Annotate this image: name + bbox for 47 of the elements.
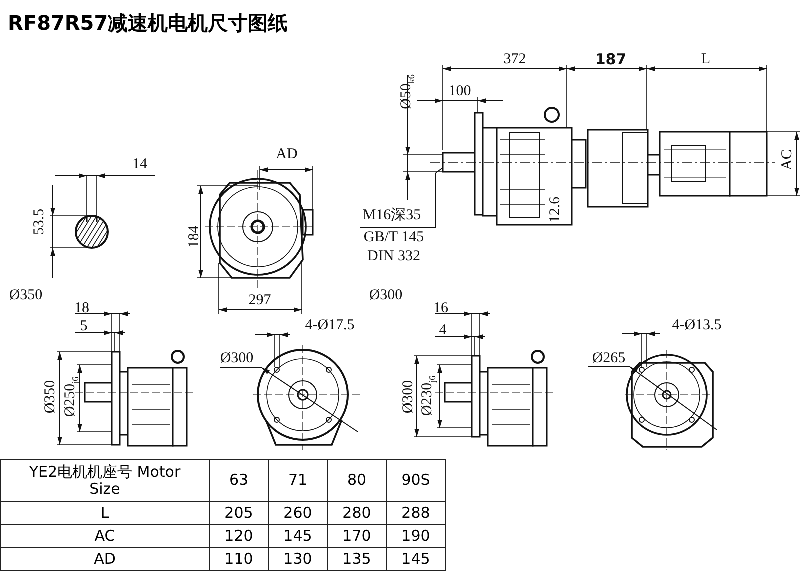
table-cell: AC: [0, 524, 210, 548]
dimension-label: 4-Ø13.5: [672, 318, 722, 334]
dimension-label: L: [701, 52, 711, 68]
table-cell: 130: [268, 548, 328, 570]
table-cell: 90S: [386, 460, 446, 502]
table-cell: YE2电机机座号 Motor Size: [0, 460, 210, 502]
dimension-label: 297: [248, 294, 272, 308]
dimension-label: 53.5: [32, 208, 48, 236]
dimension-label: GB/T 145: [364, 230, 424, 246]
dimension-label: 187: [595, 52, 627, 68]
table-cell: L: [0, 502, 210, 524]
dimension-label: Ø300: [369, 288, 403, 304]
table-cell: 135: [328, 548, 386, 570]
table-cell: 71: [268, 460, 328, 502]
dimension-label: 184: [188, 226, 202, 248]
dimension-label: AD: [276, 148, 298, 162]
table-cell: 80: [328, 460, 386, 502]
dimension-label: 5: [80, 320, 88, 334]
dimension-label: DIN 332: [368, 250, 420, 264]
dimension-label: 14: [132, 158, 148, 172]
table-cell: 190: [386, 524, 446, 548]
dimension-label: Ø300: [402, 380, 416, 414]
dimension-label: M16深35: [362, 208, 422, 224]
dimension-label: AC: [780, 150, 796, 170]
dimension-label: 18: [74, 302, 90, 316]
table-cell: 63: [210, 460, 268, 502]
table-cell: 145: [386, 548, 446, 570]
dimension-label: 4-Ø17.5: [305, 318, 355, 334]
dimension-label: 12.6: [548, 196, 564, 224]
dimension-label: 16: [434, 302, 448, 316]
table-cell: 260: [268, 502, 328, 524]
dimension-label: 100: [448, 84, 472, 100]
dimension-label: Ø350: [9, 288, 43, 304]
table-cell: 205: [210, 502, 268, 524]
table-cell: 110: [210, 548, 268, 570]
table-cell: 120: [210, 524, 268, 548]
dimension-label: 4: [439, 324, 447, 338]
dimension-label: Ø300: [220, 352, 254, 366]
dimension-label: Ø265: [592, 352, 626, 366]
table-cell: 145: [268, 524, 328, 548]
table-cell: AD: [0, 548, 210, 570]
dimension-label: Ø350: [44, 380, 58, 414]
title: RF87R57减速机电机尺寸图纸: [8, 10, 288, 37]
table-cell: 288: [386, 502, 446, 524]
table-cell: 280: [328, 502, 386, 524]
dimension-label: 372: [504, 52, 526, 68]
table-cell: 170: [328, 524, 386, 548]
